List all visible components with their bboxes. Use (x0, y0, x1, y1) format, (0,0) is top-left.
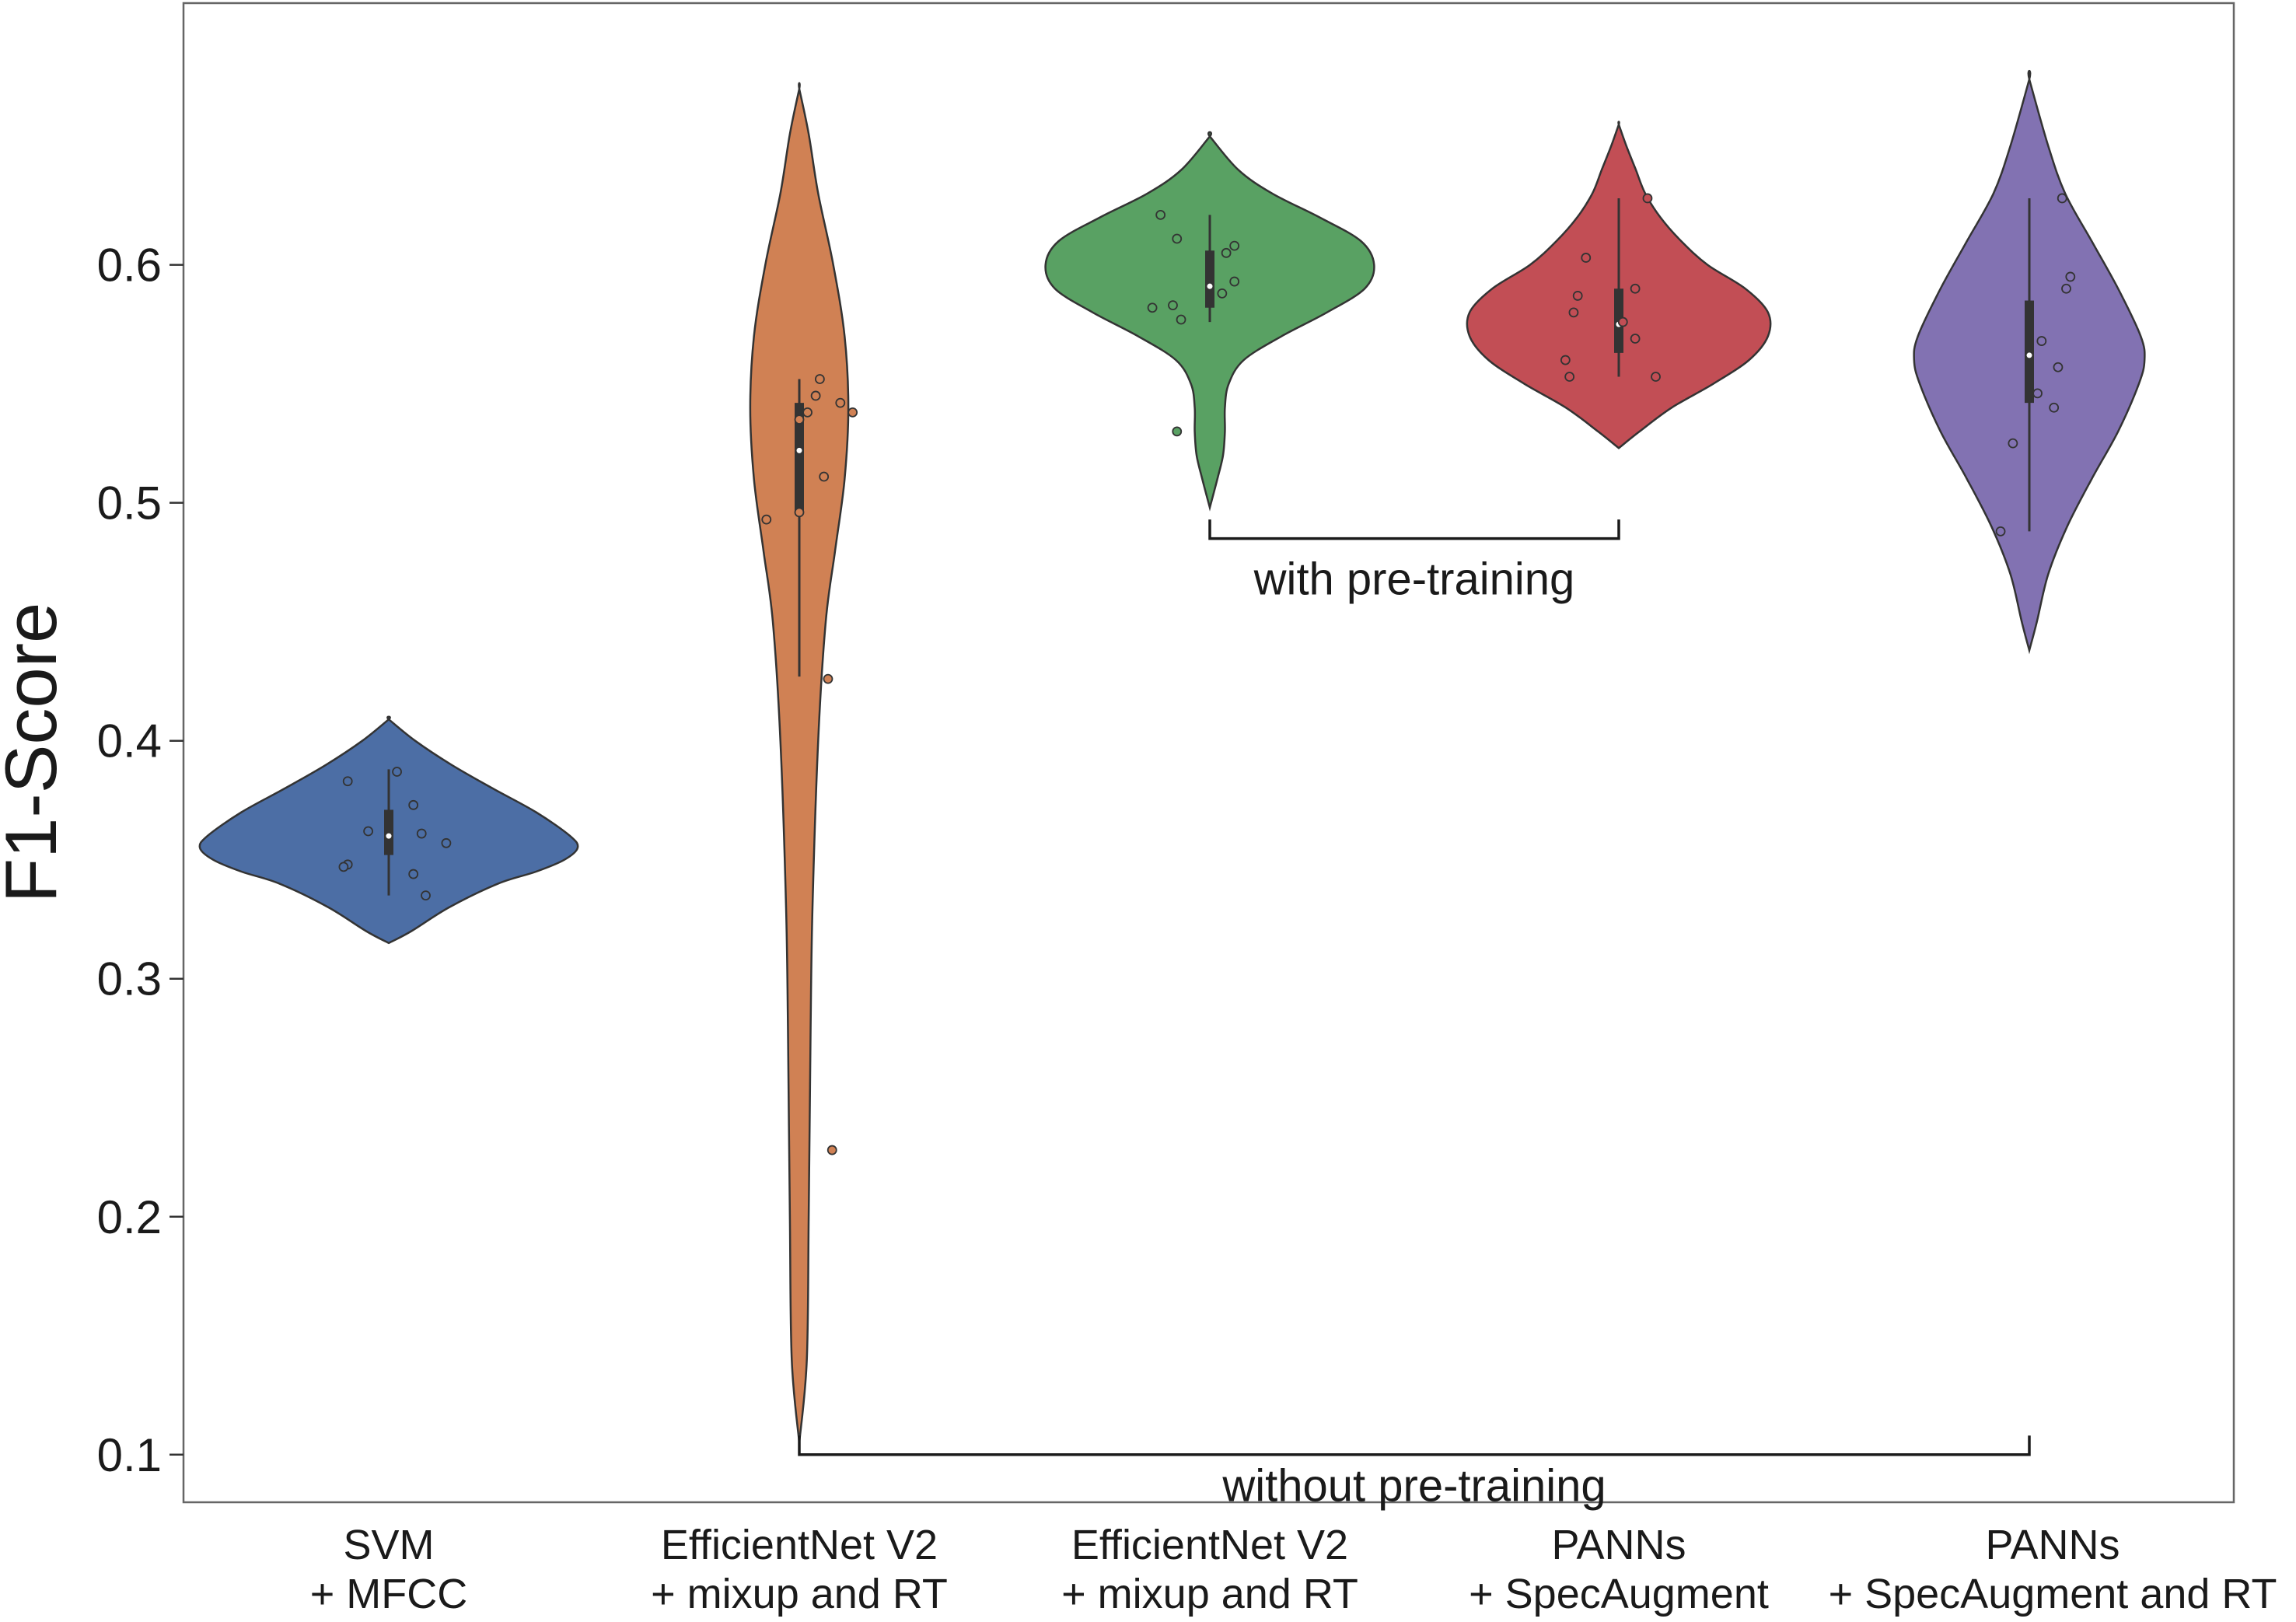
x-category-label: EfficientNet V2+ mixup and RT (1061, 1522, 1358, 1617)
data-point (1172, 426, 1183, 437)
data-point (794, 414, 805, 425)
data-point (408, 869, 419, 879)
y-tick-label: 0.2 (97, 1191, 162, 1243)
data-point (416, 828, 427, 839)
data-point (794, 507, 805, 518)
violin-iqr-box (2025, 300, 2034, 404)
data-point (1568, 307, 1579, 318)
data-point (810, 390, 821, 401)
data-point (1221, 247, 1232, 258)
violin-median (386, 833, 392, 839)
data-point (823, 673, 833, 684)
violin-median (2026, 352, 2032, 358)
data-point (1229, 240, 1240, 251)
data-point (1642, 193, 1653, 204)
data-point (392, 767, 402, 777)
data-point (2049, 402, 2060, 413)
x-category-label-line: EfficientNet V2 (661, 1522, 938, 1568)
data-point (2008, 438, 2018, 449)
y-axis-label: F1-Score (0, 603, 72, 904)
data-point (441, 837, 452, 848)
data-point (2057, 193, 2067, 204)
x-category-label: PANNs+ SpecAugment and RT (1829, 1522, 2277, 1617)
data-point (1168, 300, 1178, 311)
x-category-label: PANNs+ SpecAugment (1469, 1522, 1769, 1617)
data-point (1564, 372, 1575, 382)
data-point (802, 407, 813, 418)
x-category-label-line: + mixup and RT (1061, 1571, 1358, 1617)
data-point (1617, 316, 1628, 327)
data-point (1630, 334, 1641, 344)
data-point (835, 397, 846, 408)
data-point (2032, 388, 2043, 399)
data-point (1176, 314, 1186, 325)
x-category-label-line: SVM (343, 1522, 434, 1568)
data-point (1147, 302, 1158, 313)
data-point (2065, 271, 2076, 282)
x-category-label-line: + SpecAugment (1469, 1571, 1769, 1617)
data-point (338, 862, 349, 872)
data-point (2053, 362, 2064, 372)
violin-median (1207, 283, 1213, 289)
x-category-label-line: PANNs (1985, 1522, 2120, 1568)
violins-layer (198, 69, 2146, 1443)
data-point (1155, 209, 1166, 220)
annotation-bracket (798, 1435, 2031, 1456)
data-point (1581, 253, 1592, 263)
data-point (2036, 336, 2047, 346)
data-point (2061, 283, 2071, 294)
data-point (819, 471, 830, 482)
violin-iqr-box (795, 403, 804, 512)
y-tick-label: 0.4 (97, 715, 162, 767)
annotations-layer: with pre-training without pre-training (798, 519, 2031, 1512)
data-point (761, 514, 772, 525)
data-point (342, 776, 353, 787)
x-category-label: SVM+ MFCC (310, 1522, 468, 1617)
data-point (1560, 355, 1571, 365)
violin-iqr-box (1205, 250, 1214, 308)
data-point (847, 407, 858, 418)
x-category-label-line: + MFCC (310, 1571, 468, 1617)
violin-body (749, 82, 850, 1443)
x-category-label-line: PANNs (1551, 1522, 1686, 1568)
x-category-label-line: + mixup and RT (651, 1571, 948, 1617)
data-point (1229, 276, 1240, 287)
y-tick-label: 0.6 (97, 239, 162, 292)
y-tick-label: 0.5 (97, 477, 162, 530)
data-point (1217, 288, 1228, 299)
data-point (815, 374, 825, 384)
data-point (1995, 526, 2006, 537)
data-point (1172, 233, 1183, 244)
y-axis: 0.1 0.2 0.3 0.4 0.5 0.6 (97, 239, 183, 1481)
x-category-label: EfficientNet V2+ mixup and RT (651, 1522, 948, 1617)
annotation-bracket (1208, 519, 1620, 540)
y-tick-label: 0.3 (97, 953, 162, 1005)
x-category-label-line: EfficientNet V2 (1071, 1522, 1348, 1568)
annotation-label: with pre-training (1253, 554, 1575, 605)
x-category-label-line: + SpecAugment and RT (1829, 1571, 2277, 1617)
data-point (408, 799, 419, 810)
y-tick-label: 0.1 (97, 1429, 162, 1481)
data-point (363, 826, 374, 837)
violin-median (796, 447, 802, 453)
data-point (1630, 283, 1641, 294)
data-point (1651, 372, 1661, 382)
violin-iqr-box (384, 809, 393, 855)
annotation-label: without pre-training (1221, 1461, 1606, 1512)
data-point (1572, 291, 1583, 301)
data-point (421, 890, 431, 901)
data-point (826, 1145, 837, 1155)
